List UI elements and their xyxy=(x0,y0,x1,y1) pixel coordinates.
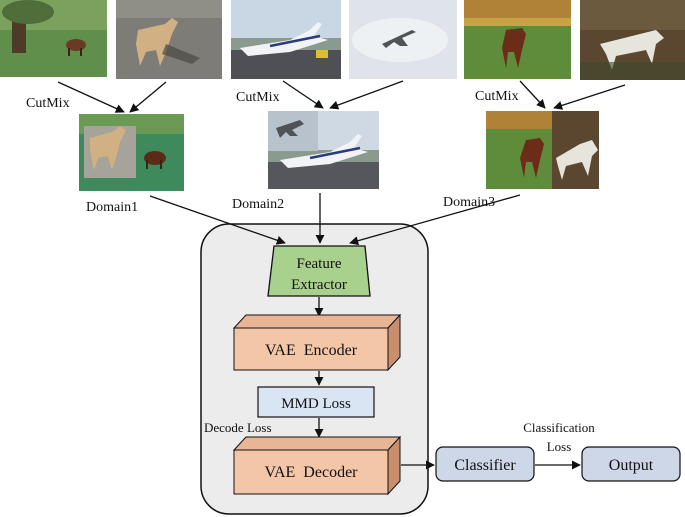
arrow-dog-road-to-mix1 xyxy=(129,81,167,113)
cutmix-label-1: CutMix xyxy=(26,96,70,111)
mixed-image-domain3 xyxy=(486,111,599,189)
arrow-dog-lawn-to-mix1 xyxy=(57,81,125,113)
classification-loss-line2: Loss xyxy=(547,439,572,454)
mmd-loss-box: MMD Loss xyxy=(257,386,375,418)
arrow-jet-sky-to-mix2 xyxy=(329,80,404,110)
arrow-domain3-to-extractor xyxy=(349,194,521,246)
arrow-jet-runway-to-mix2 xyxy=(282,80,324,109)
output-box: Output xyxy=(581,446,681,482)
vae-decoder: VAE Decoder xyxy=(232,435,402,496)
feature-extractor-line1: Feature xyxy=(297,256,342,272)
arrow-domain1-to-extractor xyxy=(149,195,286,245)
vae-encoder: VAE Encoder xyxy=(232,313,402,372)
domain-label-2: Domain2 xyxy=(232,197,284,212)
domain-label-3: Domain3 xyxy=(443,195,495,210)
cutmix-label-3: CutMix xyxy=(475,89,519,104)
source-image-jet-runway xyxy=(231,0,341,79)
arrow-cow-field-to-mix3 xyxy=(519,80,546,109)
vae-encoder-label: VAE Encoder xyxy=(265,342,358,359)
cutmix-label-2: CutMix xyxy=(236,90,280,105)
mmd-loss-label: MMD Loss xyxy=(281,396,351,412)
feature-extractor-line2: Extractor xyxy=(291,277,347,293)
decode-loss-label: Decode Loss xyxy=(204,420,272,435)
source-image-dog-lawn xyxy=(0,0,107,77)
classification-loss-line1: Classification xyxy=(523,420,595,435)
source-image-jet-sky xyxy=(349,0,457,79)
classifier-label: Classifier xyxy=(454,457,516,474)
output-label: Output xyxy=(609,457,654,474)
classifier-box: Classifier xyxy=(435,446,535,482)
mixed-image-domain1 xyxy=(79,114,184,191)
vae-decoder-label: VAE Decoder xyxy=(264,464,358,481)
source-image-horse-forest xyxy=(580,0,685,80)
mixed-image-domain2 xyxy=(268,111,379,189)
domain-label-1: Domain1 xyxy=(86,200,138,215)
source-image-cow-field xyxy=(464,0,571,79)
arrow-horse-forest-to-mix3 xyxy=(553,84,626,110)
feature-extractor: Feature Extractor xyxy=(267,245,371,297)
source-image-dog-road xyxy=(116,0,222,79)
